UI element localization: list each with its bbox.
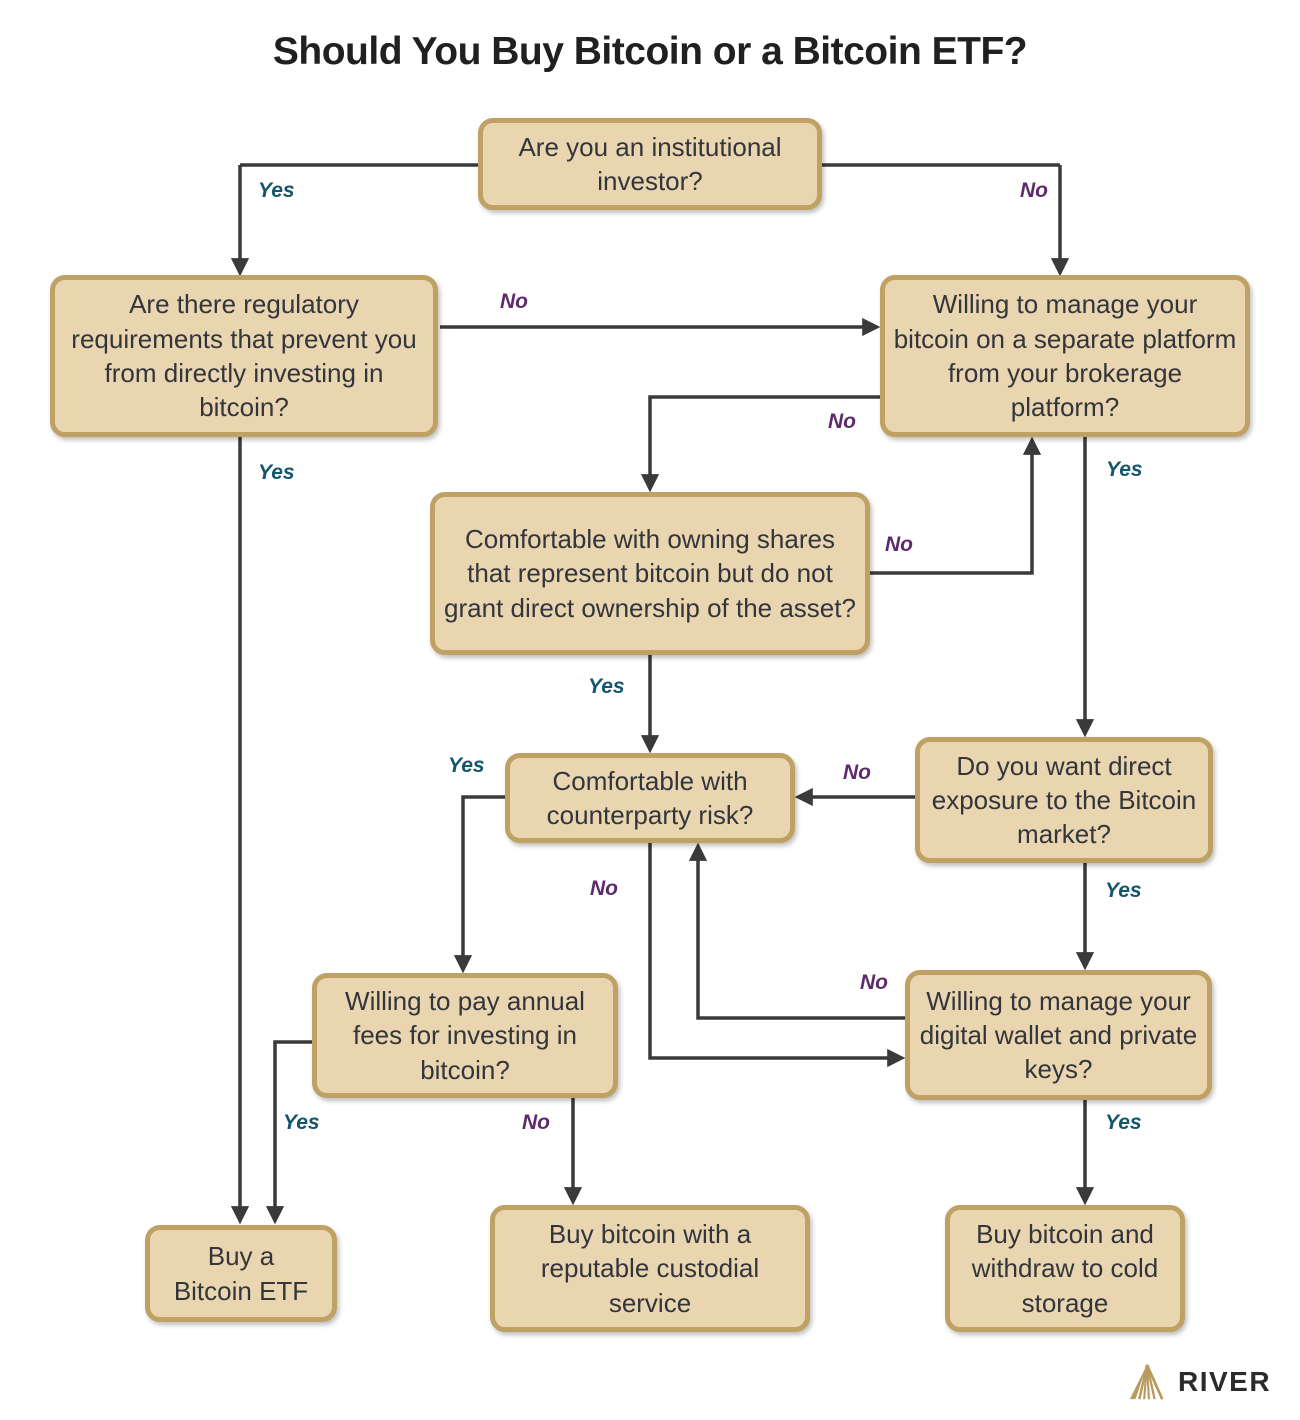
edge-label-exposure-yes: Yes bbox=[1105, 879, 1142, 902]
page-title: Should You Buy Bitcoin or a Bitcoin ETF? bbox=[272, 30, 1028, 73]
node-buy-cold-storage: Buy bitcoin and withdraw to cold storage bbox=[945, 1205, 1185, 1332]
river-logo: RIVER bbox=[1126, 1362, 1271, 1402]
edge-label-exposure-no: No bbox=[843, 761, 871, 784]
node-direct-exposure: Do you want direct exposure to the Bitco… bbox=[915, 737, 1213, 863]
node-institutional-investor: Are you an institutional investor? bbox=[478, 118, 822, 210]
node-annual-fees: Willing to pay annual fees for investing… bbox=[312, 973, 618, 1098]
node-buy-custodial: Buy bitcoin with a reputable custodial s… bbox=[490, 1205, 810, 1332]
edge-label-counterparty-yes: Yes bbox=[448, 754, 485, 777]
edge-label-separate-yes: Yes bbox=[1106, 458, 1143, 481]
node-separate-platform: Willing to manage your bitcoin on a sepa… bbox=[880, 275, 1250, 437]
river-logo-icon bbox=[1129, 1364, 1164, 1400]
edge-label-separate-no: No bbox=[828, 410, 856, 433]
edge-label-annual-fees-yes: Yes bbox=[283, 1111, 320, 1134]
edge-label-counterparty-no: No bbox=[590, 877, 618, 900]
edge-label-shares-yes: Yes bbox=[588, 675, 625, 698]
edge-label-regulatory-no: No bbox=[500, 290, 528, 313]
edge-label-wallet-yes: Yes bbox=[1105, 1111, 1142, 1134]
edge-label-wallet-no: No bbox=[860, 971, 888, 994]
edge-label-institutional-yes: Yes bbox=[258, 179, 295, 202]
river-logo-text: RIVER bbox=[1178, 1366, 1272, 1397]
edge-label-annual-fees-no: No bbox=[522, 1111, 550, 1134]
node-owning-shares: Comfortable with owning shares that repr… bbox=[430, 492, 870, 655]
edge-label-institutional-no: No bbox=[1020, 179, 1048, 202]
node-counterparty-risk: Comfortable with counterparty risk? bbox=[505, 753, 795, 843]
node-buy-bitcoin-etf: Buy a Bitcoin ETF bbox=[145, 1225, 337, 1322]
node-regulatory-requirements: Are there regulatory requirements that p… bbox=[50, 275, 438, 437]
edge-label-regulatory-yes: Yes bbox=[258, 461, 295, 484]
edge-label-shares-no: No bbox=[885, 533, 913, 556]
node-digital-wallet: Willing to manage your digital wallet an… bbox=[905, 970, 1212, 1100]
